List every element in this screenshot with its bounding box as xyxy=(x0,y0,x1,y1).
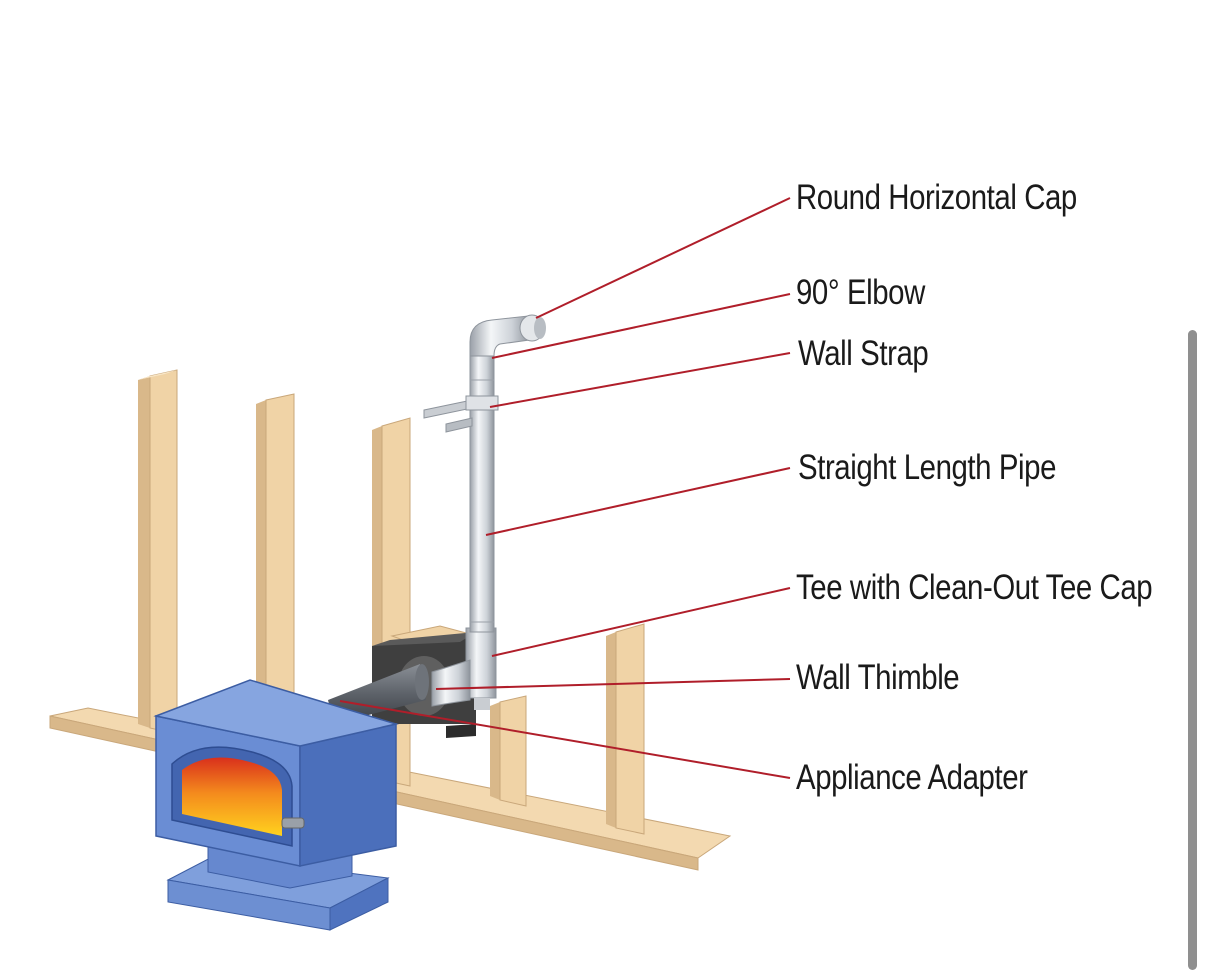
leader-wall-strap xyxy=(489,352,791,408)
label-wall-thimble: Wall Thimble xyxy=(796,658,960,697)
stove-body-top xyxy=(153,679,399,747)
fire-window xyxy=(182,757,282,836)
connector-pipe xyxy=(328,664,429,724)
stove-base-side xyxy=(329,877,389,931)
vertical-pipe xyxy=(469,351,495,633)
wood-stove xyxy=(153,679,399,931)
label-appliance-adapter: Appliance Adapter xyxy=(796,758,1028,797)
stud-5-front xyxy=(615,623,645,835)
elbow-and-cap xyxy=(469,314,546,357)
leader-round-horizontal-cap xyxy=(535,197,791,319)
leader-lines xyxy=(339,197,791,779)
label-tee-clean-out: Tee with Clean-Out Tee Cap xyxy=(796,568,1153,607)
leader-straight-pipe xyxy=(485,467,791,536)
leader-elbow xyxy=(491,293,791,359)
tee-fitting xyxy=(431,627,497,710)
label-straight-length-pipe: Straight Length Pipe xyxy=(798,448,1057,487)
stud-5-side xyxy=(606,632,616,828)
wall-strap xyxy=(423,395,499,433)
label-wall-strap: Wall Strap xyxy=(798,334,929,373)
stud-1-side xyxy=(138,376,150,728)
leader-appliance-adapter xyxy=(339,700,791,779)
scrollbar[interactable] xyxy=(1188,330,1197,970)
label-round-horizontal-cap: Round Horizontal Cap xyxy=(796,178,1077,217)
stud-1-front xyxy=(149,369,178,735)
stud-2-front xyxy=(265,393,295,731)
stud-1-top xyxy=(138,370,177,380)
leader-tee xyxy=(491,587,791,657)
stud-4-side xyxy=(490,702,500,800)
label-90-elbow: 90° Elbow xyxy=(796,273,925,312)
stud-4-front xyxy=(499,695,527,807)
stove-body-side xyxy=(299,723,397,867)
leader-wall-thimble xyxy=(435,678,791,690)
stud-2-side xyxy=(256,400,266,724)
